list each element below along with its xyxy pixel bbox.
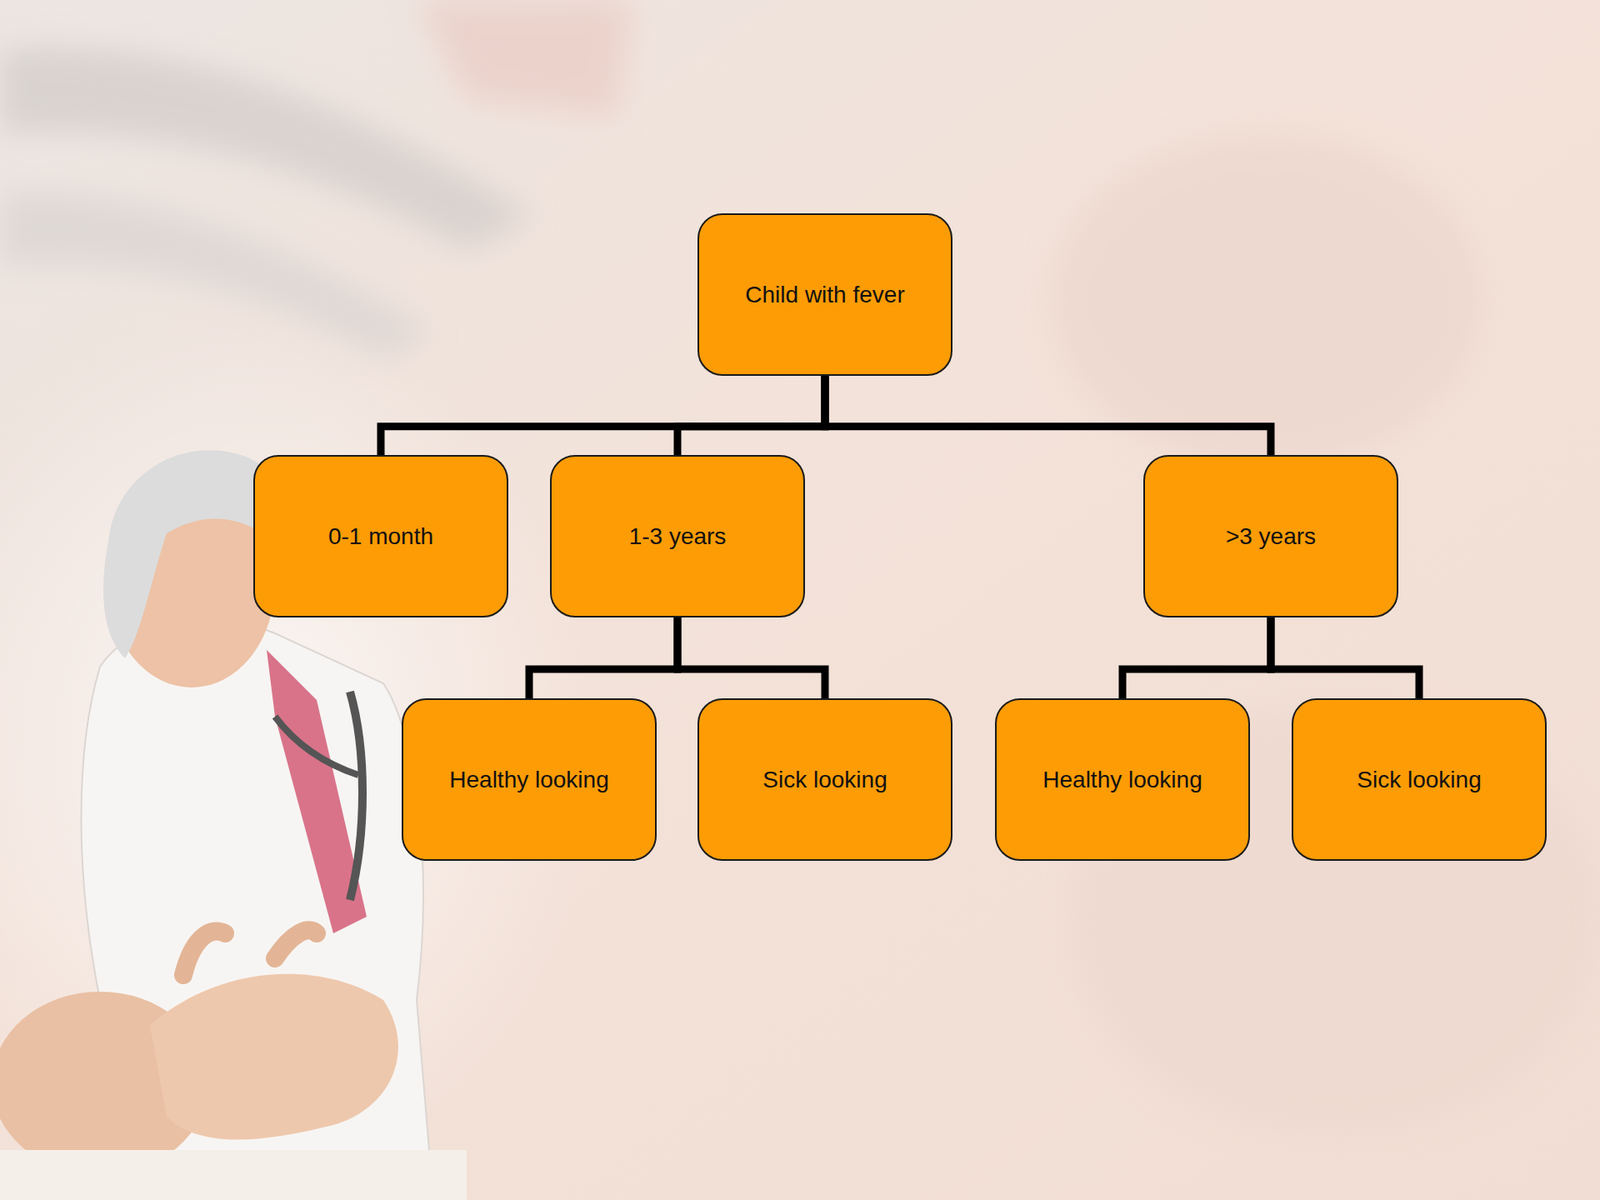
tree-connector xyxy=(529,617,678,699)
box-label: Child with fever xyxy=(738,280,911,310)
box-label: >3 years xyxy=(1219,522,1323,551)
tree-connector xyxy=(677,375,825,455)
process-box: >3 years xyxy=(1143,455,1399,618)
box-label: 0-1 month xyxy=(321,522,440,551)
tree-connector xyxy=(677,617,825,699)
process-box: 0-1 month xyxy=(253,455,509,618)
tree-connector xyxy=(1122,617,1271,699)
process-box: Child with fever xyxy=(697,213,953,376)
box-label: 1-3 years xyxy=(622,522,734,551)
tree-connector xyxy=(825,375,1271,455)
process-box: Sick looking xyxy=(697,698,953,861)
process-box: 1-3 years xyxy=(550,455,805,618)
baby-figure xyxy=(0,930,467,1200)
box-label: Sick looking xyxy=(1350,765,1488,795)
tree-connector xyxy=(380,375,825,455)
process-box: Healthy looking xyxy=(995,698,1250,861)
process-box: Healthy looking xyxy=(401,698,657,861)
box-label: Healthy looking xyxy=(1035,765,1209,795)
process-box: Sick looking xyxy=(1291,698,1547,861)
tree-connector xyxy=(1270,617,1420,699)
box-label: Healthy looking xyxy=(442,765,615,795)
box-label: Sick looking xyxy=(755,765,894,795)
